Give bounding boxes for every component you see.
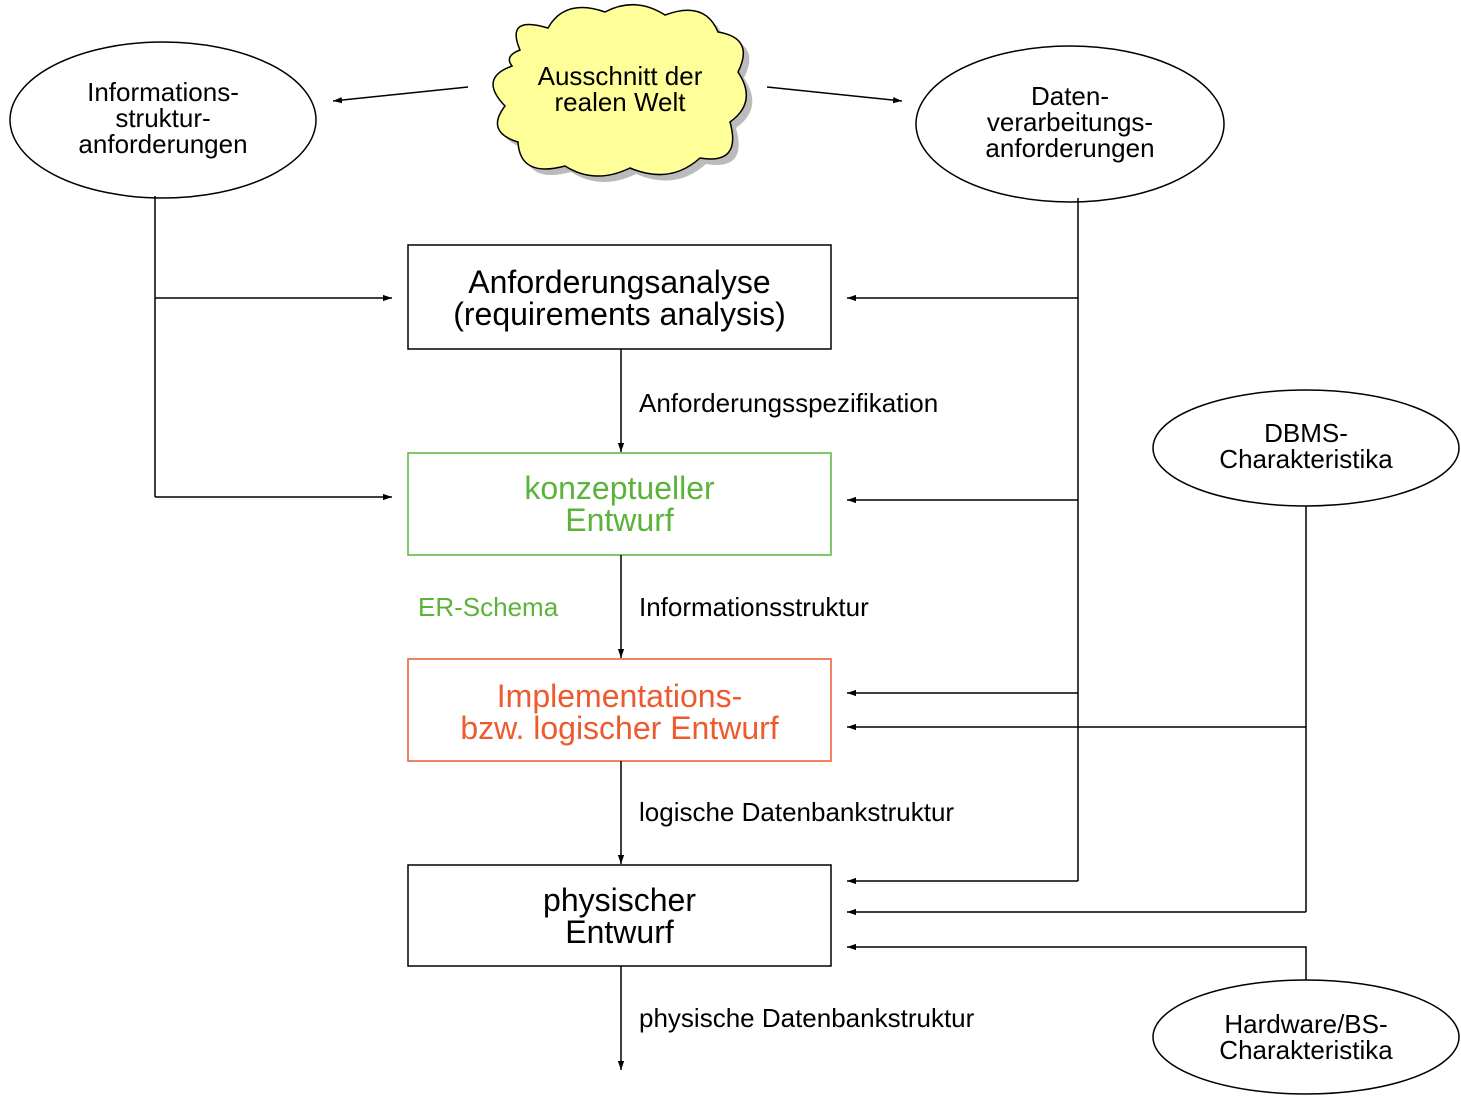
logical-box	[407, 658, 832, 762]
cloud-shape	[492, 3, 747, 177]
physical-db-flow-label: physische Datenbankstruktur	[639, 1003, 975, 1033]
conceptual-label: konzeptueller Entwurf	[524, 470, 715, 538]
physical-box	[407, 864, 832, 967]
data-processing-ellipse	[915, 45, 1225, 203]
conceptual-box	[407, 452, 832, 556]
cloud-to-data-arrow	[766, 86, 903, 104]
cloud-to-info-arrow	[332, 86, 469, 104]
physical-label: physischer Entwurf	[543, 882, 696, 950]
dbms-label: DBMS- Charakteristika	[1219, 418, 1393, 474]
data-processing-label: Daten- verarbeitungs- anforderungen	[985, 81, 1155, 163]
hardware-label: Hardware/BS- Charakteristika	[1219, 1009, 1393, 1065]
requirements-label: Anforderungsanalyse (requirements analys…	[453, 264, 786, 332]
hardware-to-physical-arrow	[847, 943, 1307, 980]
er-schema-label: ER-Schema	[418, 592, 559, 622]
info-requirements-label: Informations- struktur- anforderungen	[78, 77, 248, 159]
cloud-label: Ausschnitt der realen Welt	[537, 61, 703, 117]
logical-db-flow-label: logische Datenbankstruktur	[639, 797, 955, 827]
spec-flow-label: Anforderungsspezifikation	[639, 388, 939, 418]
requirements-box	[407, 244, 832, 350]
info-structure-flow-label: Informationsstruktur	[639, 592, 869, 622]
logical-label: Implementations- bzw. logischer Entwurf	[460, 678, 779, 746]
info-requirements-ellipse	[9, 41, 317, 199]
